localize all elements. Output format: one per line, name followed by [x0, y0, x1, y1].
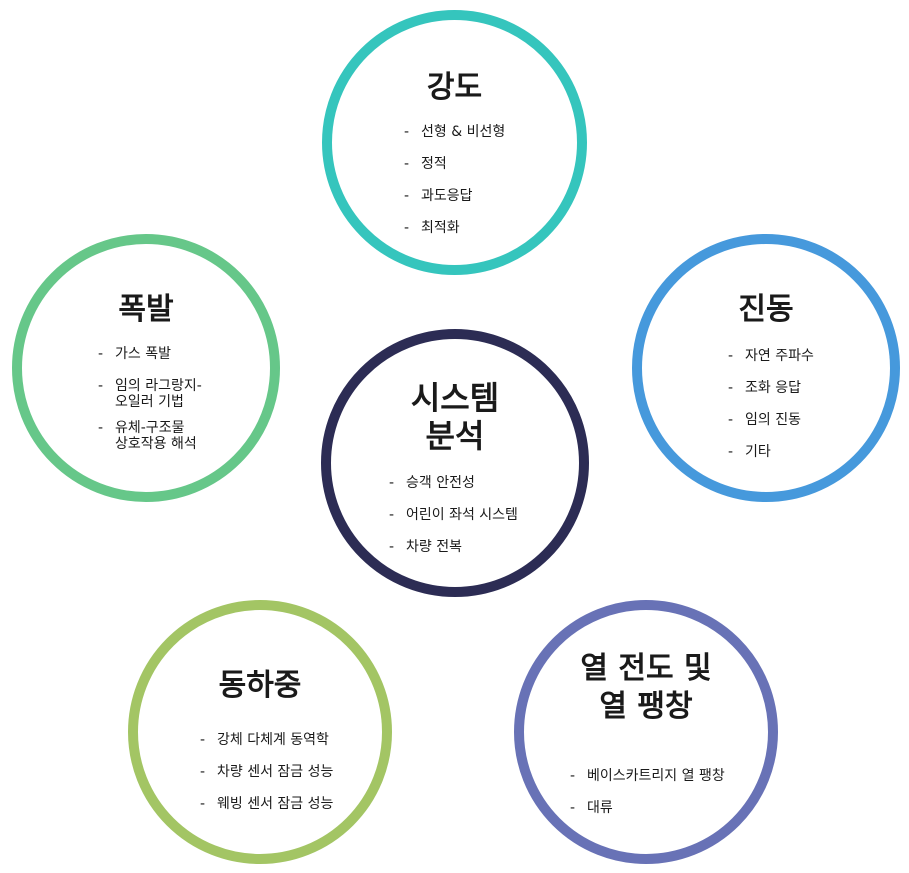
list-item: 임의 진동 — [728, 412, 814, 428]
list-item: 승객 안전성 — [389, 475, 518, 491]
list-item: 강체 다체계 동역학 — [200, 732, 333, 748]
list-item: 차량 센서 잠금 성능 — [200, 764, 333, 780]
explosion-title-line: 폭발 — [118, 292, 174, 327]
dynamic-load-list: 강체 다체계 동역학 차량 센서 잠금 성능 웨빙 센서 잠금 성능 — [200, 732, 333, 812]
thermal-list: 베이스카트리지 열 팽창 대류 — [570, 768, 725, 816]
list-item: 선형 & 비선형 — [404, 124, 505, 140]
strength-circle: 강도 선형 & 비선형 정적 과도응답 최적화 — [322, 10, 587, 275]
dynamic-title-line: 동하중 — [218, 668, 302, 703]
system-analysis-circle: 시스템 분석 승객 안전성 어린이 좌석 시스템 차량 전복 — [321, 329, 589, 597]
vibration-title-line: 진동 — [738, 292, 794, 327]
list-item: 조화 응답 — [728, 380, 814, 396]
thermal-title-line-2: 열 팽창 — [599, 689, 693, 724]
thermal-title-line-1: 열 전도 및 — [580, 651, 712, 686]
explosion-title: 폭발 — [22, 290, 270, 330]
list-item: 자연 주파수 — [728, 348, 814, 364]
system-title-line-2: 분석 — [425, 417, 485, 455]
list-item: 최적화 — [404, 220, 505, 236]
list-item: 베이스카트리지 열 팽창 — [570, 768, 725, 784]
strength-title-line: 강도 — [426, 70, 483, 105]
list-item: 정적 — [404, 156, 505, 172]
dynamic-load-title: 동하중 — [138, 666, 382, 706]
system-title-line-1: 시스템 — [410, 379, 500, 417]
list-item: 가스 폭발 — [98, 346, 202, 362]
list-item: 임의 라그랑지-오일러 기법 — [98, 378, 202, 410]
list-item: 대류 — [570, 800, 725, 816]
list-item: 어린이 좌석 시스템 — [389, 507, 518, 523]
vibration-title: 진동 — [642, 290, 890, 330]
dynamic-load-circle: 동하중 강체 다체계 동역학 차량 센서 잠금 성능 웨빙 센서 잠금 성능 — [128, 600, 392, 864]
list-item: 웨빙 센서 잠금 성능 — [200, 796, 333, 812]
list-item: 기타 — [728, 444, 814, 460]
vibration-list: 자연 주파수 조화 응답 임의 진동 기타 — [728, 348, 814, 460]
strength-title: 강도 — [332, 68, 577, 108]
vibration-circle: 진동 자연 주파수 조화 응답 임의 진동 기타 — [632, 234, 900, 502]
list-item: 차량 전복 — [389, 539, 518, 555]
list-item: 과도응답 — [404, 188, 505, 204]
thermal-circle: 열 전도 및 열 팽창 베이스카트리지 열 팽창 대류 — [514, 600, 778, 864]
strength-list: 선형 & 비선형 정적 과도응답 최적화 — [404, 124, 505, 236]
system-analysis-title: 시스템 분석 — [331, 379, 579, 455]
thermal-title: 열 전도 및 열 팽창 — [524, 650, 768, 726]
system-analysis-list: 승객 안전성 어린이 좌석 시스템 차량 전복 — [389, 475, 518, 555]
